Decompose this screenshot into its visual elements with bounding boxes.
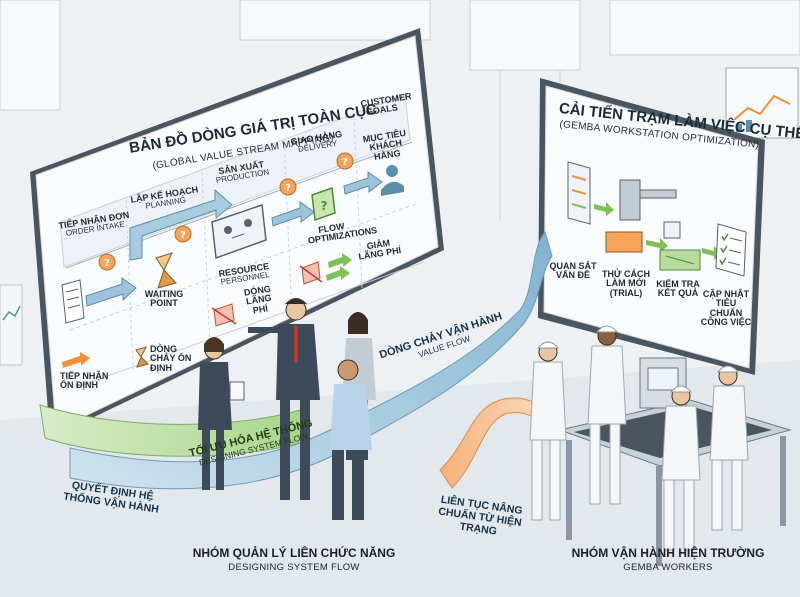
question-icon-2: ?: [174, 225, 192, 243]
document-icon: [61, 279, 85, 324]
workers-caption-en: GEMBA WORKERS: [623, 562, 713, 573]
flow-optimization-icon: ?: [311, 186, 336, 222]
managers-caption-vn: NHÓM QUẢN LÝ LIÊN CHỨC NĂNG: [192, 546, 396, 560]
flow-arrow-1: [85, 277, 137, 307]
customer-icon: [381, 165, 404, 196]
question-icon-1: ?: [98, 253, 116, 271]
svg-text:?: ?: [180, 230, 186, 241]
manager-man-center: [248, 298, 320, 500]
workers-caption-vn: NHÓM VẬN HÀNH HIỆN TRƯỜNG: [571, 546, 765, 560]
worker-4: [709, 365, 749, 531]
managers-caption-en: DESIGNING SYSTEM FLOW: [228, 562, 360, 573]
flow-arrow-4: [343, 171, 383, 195]
hourglass-icon: [155, 252, 177, 289]
observe-icon: [567, 161, 591, 225]
svg-text:?: ?: [285, 183, 291, 194]
worker-2: [587, 325, 627, 505]
waste-reduction-icon: [299, 253, 352, 285]
workers-caption: NHÓM VẬN HÀNH HIỆN TRƯỜNG GEMBA WORKERS: [558, 546, 778, 573]
resource-personnel-icon: [211, 203, 267, 260]
svg-text:?: ?: [104, 258, 110, 269]
right-board: [538, 78, 765, 375]
legend-stable-flow: DÒNG CHẢY ỔN ĐỊNH: [150, 344, 192, 373]
step-trial: THỬ CÁCH LÀM MỚI (TRIAL): [602, 269, 650, 298]
managers-caption: NHÓM QUẢN LÝ LIÊN CHỨC NĂNG DESIGNING SY…: [174, 546, 414, 573]
waste-flow-icon: [211, 303, 237, 327]
left-wall-panel: [0, 284, 23, 366]
legend-hourglass-icon: [135, 346, 149, 368]
step-check: KIỂM TRA KẾT QUẢ: [656, 279, 700, 299]
step-observe: QUAN SÁT VẤN ĐỀ: [549, 261, 597, 281]
background-windows: [0, 0, 800, 220]
legend-stable-intake: TIẾP NHẬN ỔN ĐỊNH: [60, 371, 109, 391]
flow-arrow-2: [129, 188, 233, 261]
question-icon-4: ?: [336, 152, 354, 170]
question-icon-3: ?: [279, 178, 297, 196]
svg-text:?: ?: [321, 199, 328, 213]
wall-monitor: [725, 67, 799, 139]
svg-text:?: ?: [342, 157, 348, 168]
manager-man-front: [330, 359, 372, 520]
flow-arrow-3: [271, 201, 315, 227]
waiting-point-label: WAITING POINT: [144, 289, 184, 309]
right-arrow-2: [646, 238, 668, 252]
step-update-standard: CẬP NHẬT TIÊU CHUẨN CÔNG VIỆC: [700, 289, 752, 328]
right-arrow-1: [594, 202, 614, 216]
manager-woman-left: [198, 337, 245, 490]
check-result-icon: [659, 249, 701, 271]
legend-arrow-icon: [62, 352, 90, 368]
worker-1: [529, 341, 567, 521]
checklist-icon: [715, 223, 747, 277]
worker-3: [661, 385, 701, 551]
trial-machine-icon: [605, 179, 681, 253]
